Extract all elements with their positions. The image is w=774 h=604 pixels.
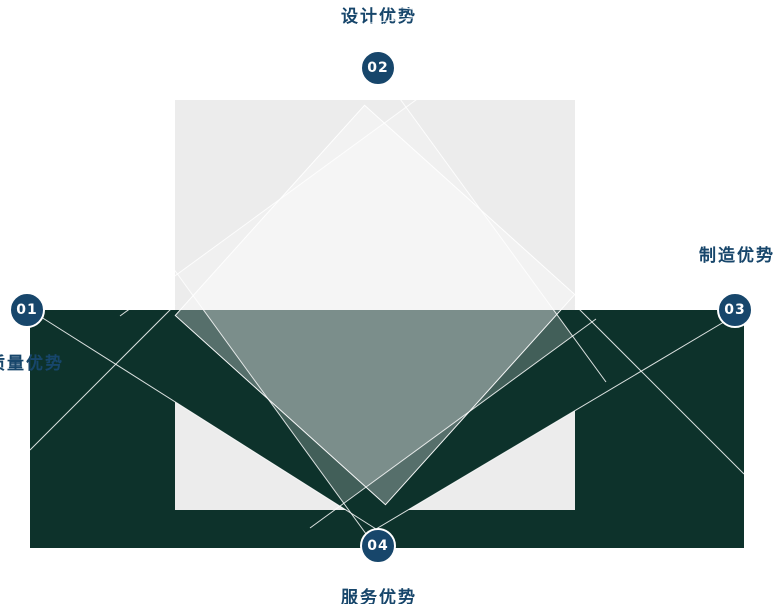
envelope-flap xyxy=(30,310,744,529)
envelope-band xyxy=(30,310,744,548)
badge-01-number: 01 xyxy=(16,302,38,318)
badge-02: 02 xyxy=(360,50,396,86)
badge-02-number: 02 xyxy=(367,60,389,76)
diamond-overlay-1 xyxy=(174,104,576,506)
label-design-advantage: 设计优势 xyxy=(341,7,417,27)
diamond-extension-right-line xyxy=(574,304,745,475)
cross-line-4 xyxy=(119,31,510,317)
diamond-extension-left-line xyxy=(29,304,176,451)
badge-01: 01 xyxy=(9,292,45,328)
badge-04-number: 04 xyxy=(367,538,389,554)
label-manufacture-advantage: 制造优势 xyxy=(699,246,774,266)
cross-line-2 xyxy=(309,318,597,529)
flap-edge-right-line xyxy=(375,309,745,530)
badge-03-number: 03 xyxy=(724,302,746,318)
flap-edge-left-line xyxy=(29,309,377,530)
diamond-overlay-2 xyxy=(177,107,573,503)
cross-line-3 xyxy=(143,227,378,550)
gray-square xyxy=(175,100,575,510)
badge-03: 03 xyxy=(717,292,753,328)
badge-04: 04 xyxy=(360,528,396,564)
label-quality-advantage: 质量优势 xyxy=(0,354,64,374)
label-service-advantage: 服务优势 xyxy=(341,588,417,604)
